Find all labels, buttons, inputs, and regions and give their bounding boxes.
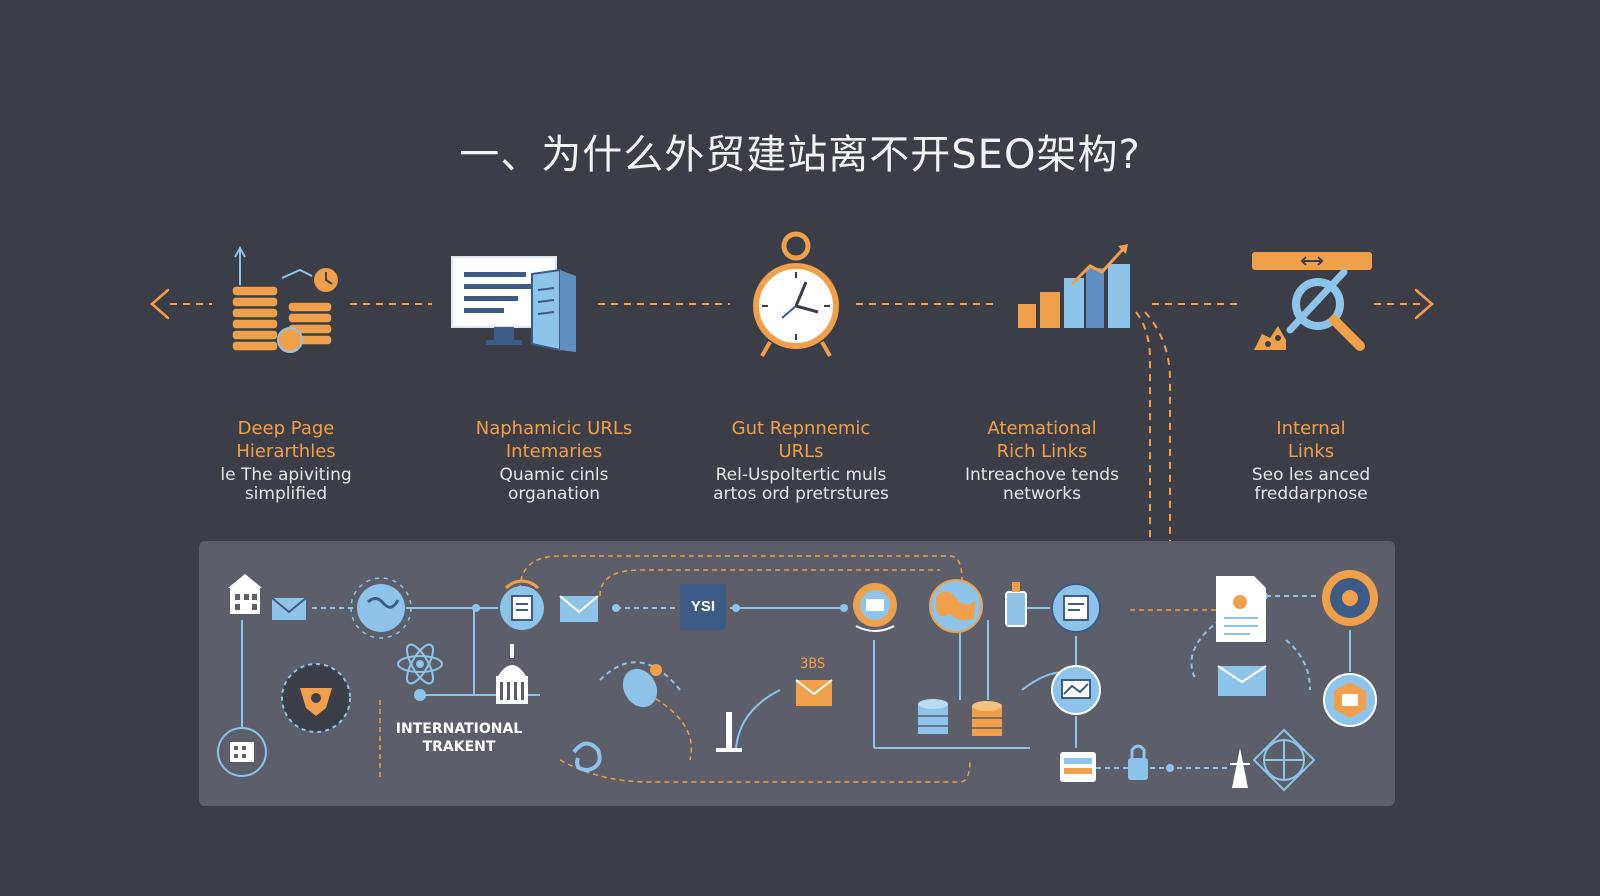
lamp-icon	[716, 712, 742, 752]
tools-icon	[1252, 252, 1372, 351]
file-document-icon	[1216, 576, 1266, 642]
bar-chart-growth-icon	[1018, 244, 1130, 328]
envelope-icon	[795, 679, 833, 706]
building-icon	[228, 574, 262, 614]
network-panel	[199, 541, 1395, 806]
capitol-icon	[496, 644, 528, 704]
globe-grid-icon	[1252, 728, 1316, 792]
hexagon-node-icon	[1323, 673, 1377, 727]
database-icon	[972, 701, 1002, 736]
database-icon	[918, 699, 948, 734]
chart-node-icon	[1051, 665, 1101, 715]
tower-icon	[1230, 748, 1250, 788]
alarm-clock-icon	[753, 231, 839, 357]
network-line	[1285, 639, 1311, 691]
network-line	[519, 555, 963, 591]
gear-node-icon	[1322, 570, 1378, 626]
envelope-icon	[1217, 665, 1267, 696]
monitor-node-icon	[853, 583, 897, 632]
server-icon	[1060, 752, 1096, 782]
atom-icon	[397, 643, 443, 685]
document-node-icon	[500, 579, 544, 630]
page-title: 一、为什么外贸建站离不开SEO架构?	[459, 132, 1141, 178]
right-arrow-icon	[1414, 288, 1434, 320]
mouse-icon	[622, 664, 662, 708]
envelope-icon	[271, 597, 307, 620]
swirl-icon	[572, 741, 602, 773]
network-line	[559, 759, 971, 783]
coin-stack-icon	[231, 245, 338, 353]
bottle-icon	[1005, 582, 1027, 627]
network-line	[599, 661, 681, 691]
network-line	[735, 689, 781, 749]
world-map-icon	[929, 579, 983, 633]
monitor-document-icon	[451, 256, 576, 352]
network-building-icon	[217, 727, 267, 777]
left-arrow-icon	[150, 288, 170, 320]
folder-envelope-icon	[559, 595, 599, 622]
lock-icon	[1128, 744, 1148, 780]
network-line	[1190, 619, 1221, 681]
globe-node-icon	[350, 577, 412, 639]
ysi-badge: YSI	[680, 584, 726, 630]
mini-label: 3BS	[800, 656, 826, 672]
document-node-icon	[1051, 583, 1101, 633]
hazard-icon	[281, 663, 351, 733]
